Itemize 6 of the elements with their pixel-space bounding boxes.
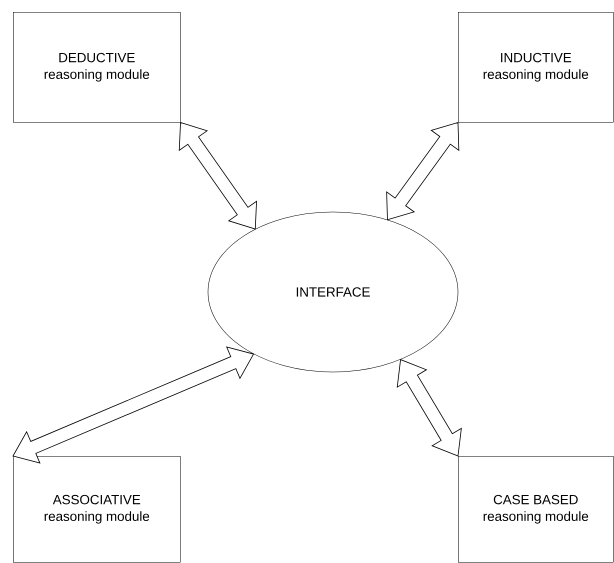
module-box: CASE BASED reasoning module	[458, 456, 614, 563]
module-box: ASSOCIATIVE reasoning module	[13, 456, 181, 563]
module-box: INDUCTIVE reasoning module	[458, 12, 614, 123]
double-arrow	[178, 122, 257, 230]
double-arrow	[386, 122, 460, 220]
module-box: DEDUCTIVE reasoning module	[13, 12, 181, 123]
